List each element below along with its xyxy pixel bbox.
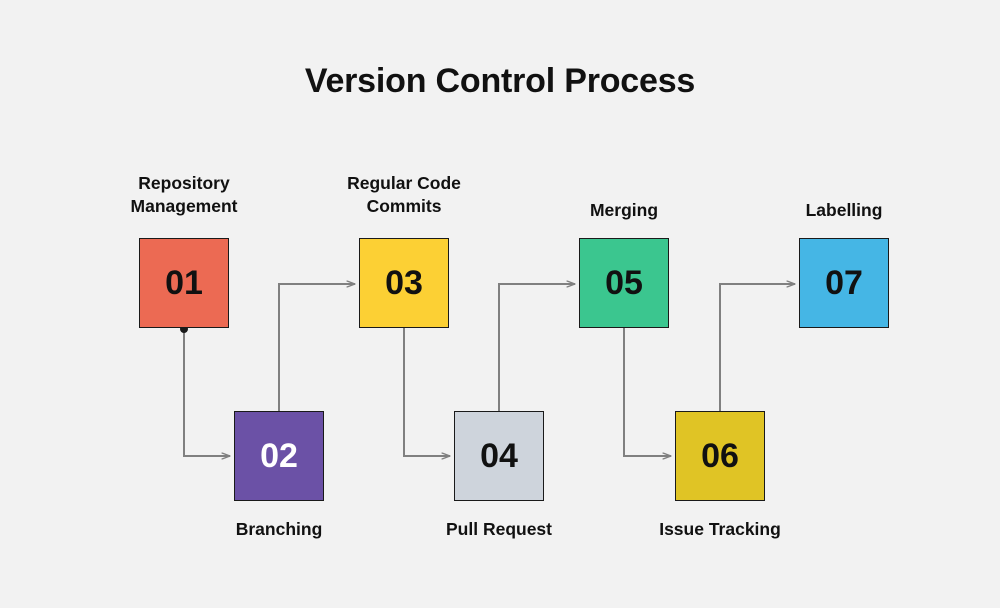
- step-number-05: 05: [605, 264, 643, 302]
- step-node-07[interactable]: 07: [799, 238, 889, 328]
- step-label-03-line2: Commits: [366, 196, 442, 217]
- connector-01-to-02: [183, 328, 230, 456]
- page-title: Version Control Process: [304, 62, 696, 100]
- step-label-03-line1: Regular Code: [347, 173, 461, 193]
- step-label-03: Regular Code Commits: [284, 172, 524, 219]
- step-number-07: 07: [825, 264, 863, 302]
- step-node-04[interactable]: 04: [454, 411, 544, 501]
- step-label-04-line1: Pull Request: [446, 519, 552, 539]
- step-node-03[interactable]: 03: [359, 238, 449, 328]
- step-node-05[interactable]: 05: [579, 238, 669, 328]
- step-label-05-line1: Merging: [589, 200, 659, 220]
- step-number-02: 02: [260, 437, 298, 475]
- step-label-04: Pull Request: [379, 518, 619, 541]
- step-label-06-line1: Issue Tracking: [659, 519, 781, 539]
- connector-02-to-03: [278, 284, 355, 411]
- step-number-03: 03: [385, 264, 423, 302]
- connector-06-to-07: [719, 284, 795, 411]
- step-label-06: Issue Tracking: [600, 518, 840, 541]
- step-label-05: Merging: [504, 199, 744, 222]
- step-node-01[interactable]: 01: [139, 238, 229, 328]
- step-number-04: 04: [480, 437, 518, 475]
- connector-04-to-05: [498, 284, 575, 411]
- connector-05-to-06: [623, 328, 671, 456]
- step-number-06: 06: [701, 437, 739, 475]
- step-label-01-line1: Repository: [138, 173, 230, 193]
- step-node-02[interactable]: 02: [234, 411, 324, 501]
- step-label-01: Repository Management: [64, 172, 304, 219]
- step-node-06[interactable]: 06: [675, 411, 765, 501]
- step-label-02: Branching: [159, 518, 399, 541]
- step-label-01-line2: Management: [130, 196, 238, 217]
- step-label-07: Labelling: [724, 199, 964, 222]
- step-number-01: 01: [165, 264, 203, 302]
- step-label-02-line1: Branching: [235, 519, 323, 539]
- connector-03-to-04: [403, 328, 450, 456]
- step-label-07-line1: Labelling: [805, 200, 883, 220]
